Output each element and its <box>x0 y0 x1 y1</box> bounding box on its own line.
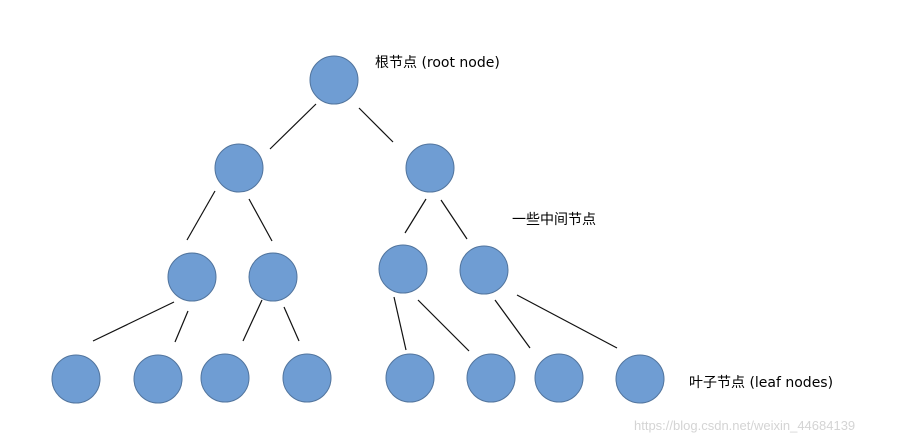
edge-rl-to-leaf6 <box>417 299 470 352</box>
internal-node <box>459 245 509 295</box>
edge-l1-to-ll <box>186 190 216 241</box>
edge-rr-to-leaf8 <box>516 294 618 349</box>
edge-rl-to-leaf5 <box>393 296 407 351</box>
internal-node <box>167 252 217 302</box>
tree-nodes <box>51 55 665 404</box>
internal-nodes-label: 一些中间节点 <box>512 212 596 228</box>
tree-edges <box>92 103 618 352</box>
leaf-node <box>282 353 332 403</box>
edge-ll-to-leaf1 <box>92 301 175 342</box>
leaf-nodes-label: 叶子节点 (leaf nodes) <box>689 375 833 391</box>
leaf-node <box>385 353 435 403</box>
root-node <box>309 55 359 105</box>
leaf-node <box>466 353 516 403</box>
edge-root-right <box>358 107 394 143</box>
edge-ll-to-leaf2 <box>174 310 189 343</box>
internal-node <box>378 244 428 294</box>
edge-lr-to-leaf4 <box>283 306 300 342</box>
leaf-node <box>534 353 584 403</box>
leaf-node <box>615 354 665 404</box>
edge-rr-to-leaf7 <box>494 299 531 349</box>
leaf-node <box>200 353 250 403</box>
edge-r1-to-rl <box>404 198 427 234</box>
edge-root-left <box>269 103 317 150</box>
leaf-node <box>51 354 101 404</box>
internal-node <box>405 143 455 193</box>
internal-node <box>214 143 264 193</box>
watermark-url: https://blog.csdn.net/weixin_44684139 <box>634 418 855 433</box>
internal-node <box>248 252 298 302</box>
edge-l1-to-lr <box>248 198 273 242</box>
edge-lr-to-leaf3 <box>242 299 263 342</box>
root-node-label: 根节点 (root node) <box>375 55 500 71</box>
edge-r1-to-rr <box>440 199 468 240</box>
leaf-node <box>133 354 183 404</box>
